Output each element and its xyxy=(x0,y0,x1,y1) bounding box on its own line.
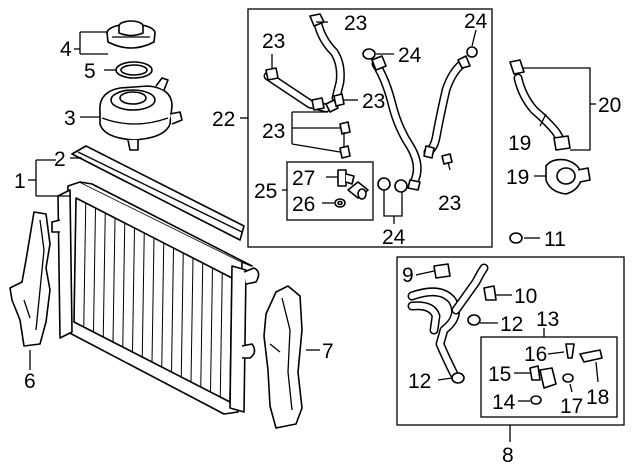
callout-25: 25 xyxy=(254,180,277,203)
callout-22: 22 xyxy=(212,108,235,131)
radiator-fin-line xyxy=(210,267,213,393)
callout-13: 13 xyxy=(536,308,559,331)
leader-lines xyxy=(28,21,599,442)
callout-26: 26 xyxy=(292,193,315,216)
callout-23-e: 23 xyxy=(438,192,461,215)
pipe-assembly-8 xyxy=(407,263,489,379)
callout-24-a: 24 xyxy=(398,44,422,67)
radiator-fin-line xyxy=(102,212,106,338)
callout-20: 19 xyxy=(508,132,531,155)
fitting-27 xyxy=(337,169,355,187)
radiator-fin-line xyxy=(73,197,77,323)
callout-9: 9 xyxy=(402,264,414,287)
connector-25 xyxy=(347,181,369,200)
callout-1: 1 xyxy=(14,170,26,193)
callout-4: 4 xyxy=(60,38,72,61)
hose-20 xyxy=(509,59,571,151)
reservoir-seal xyxy=(115,61,153,79)
radiator xyxy=(51,181,260,415)
callout-2: 2 xyxy=(54,148,66,171)
callout-17: 17 xyxy=(560,395,583,418)
radiator-fin-line xyxy=(180,252,184,378)
radiator-fin-line xyxy=(171,247,174,373)
callout-19: 19 xyxy=(506,166,529,189)
radiator-fin-line xyxy=(200,262,204,388)
callout-10: 10 xyxy=(514,285,537,308)
callout-labels: 4 5 3 2 1 6 7 22 23 23 23 23 23 24 24 24… xyxy=(14,10,621,467)
callout-12-a: 12 xyxy=(500,313,523,336)
reservoir-cap xyxy=(106,20,156,49)
radiator-fin-line xyxy=(141,232,145,358)
radiator-fin-line xyxy=(83,202,87,328)
callout-24-c: 24 xyxy=(382,226,406,249)
callout-6: 6 xyxy=(24,370,36,393)
radiator-fin-line xyxy=(132,227,135,353)
callout-23-b: 23 xyxy=(262,30,285,53)
callout-14: 14 xyxy=(492,391,516,414)
callout-15: 15 xyxy=(488,363,511,386)
radiator-fin-line xyxy=(93,207,96,333)
radiator-seal-strip xyxy=(71,145,245,241)
callout-8: 8 xyxy=(502,444,514,467)
hose-clamps-24 xyxy=(362,46,478,193)
group-box-13 xyxy=(480,336,618,418)
callout-5: 5 xyxy=(84,60,96,83)
callout-7: 7 xyxy=(322,340,334,363)
fitting-10 xyxy=(483,285,497,301)
callout-16: 16 xyxy=(524,343,547,366)
callout-23-d: 23 xyxy=(262,120,285,143)
callout-27: 27 xyxy=(292,167,315,190)
washer-26 xyxy=(334,198,346,208)
callout-11: 11 xyxy=(544,228,566,251)
callout-18: 18 xyxy=(586,386,609,409)
small-parts-13 xyxy=(529,343,603,405)
fitting-9 xyxy=(433,263,451,279)
callout-23-c: 23 xyxy=(362,90,385,113)
radiator-fin-line xyxy=(151,237,155,363)
callout-23-a: 23 xyxy=(344,12,367,35)
radiator-fin-line xyxy=(112,217,116,343)
callout-12-b: 12 xyxy=(408,370,431,393)
group-box-25 xyxy=(286,161,374,221)
callout-21: 20 xyxy=(598,94,621,117)
radiator-fin-line xyxy=(161,242,165,368)
left-air-guide xyxy=(9,211,51,347)
water-pump-19 xyxy=(545,158,591,195)
hose-clamps-23 xyxy=(265,13,453,165)
coolant-hoses-group-22 xyxy=(263,19,471,191)
coolant-reservoir xyxy=(99,77,183,151)
clamp-11 xyxy=(509,232,523,244)
group-box-22 xyxy=(247,8,493,248)
callout-24-b: 24 xyxy=(464,10,488,33)
radiator-fin-line xyxy=(190,257,194,383)
radiator-fin-line xyxy=(219,272,223,398)
right-air-guide xyxy=(263,285,303,429)
callout-3: 3 xyxy=(64,107,76,130)
radiator-fin-line xyxy=(122,222,126,348)
seal-12 xyxy=(451,314,481,384)
